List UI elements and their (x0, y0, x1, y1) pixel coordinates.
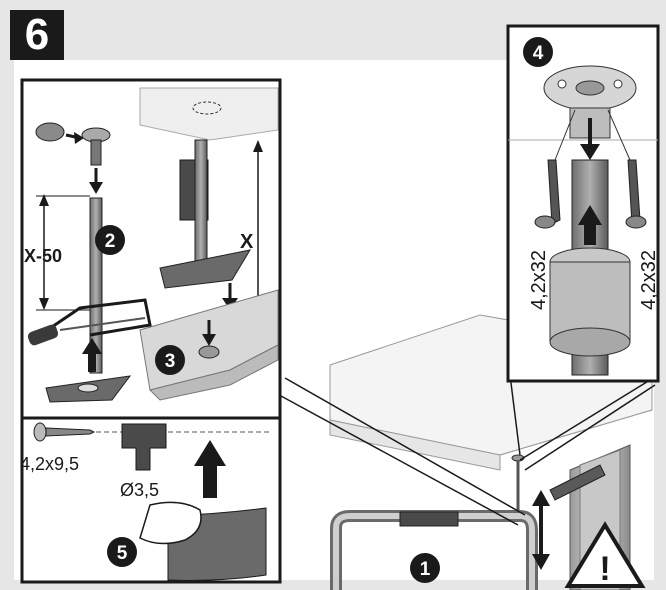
hand-icon (139, 501, 202, 545)
right-detail-panel: 4,2x32 4,2x32 4 (506, 24, 660, 383)
hinge-cap-part (121, 423, 167, 471)
door-bracket (549, 464, 606, 501)
callout-lines (269, 374, 656, 526)
screw-shaft (90, 139, 102, 166)
foot-base-2 (159, 249, 252, 289)
hacksaw-blade (59, 317, 146, 331)
screw-left (547, 159, 561, 225)
svg-text:2: 2 (105, 231, 116, 252)
hinge-hole (198, 345, 220, 359)
rod-x (194, 139, 208, 271)
down-arrow-4 (580, 144, 600, 160)
nut-part (35, 122, 65, 142)
badge-2 (95, 225, 125, 255)
pin-hole-marker (192, 101, 222, 115)
dim-label-drill: Ø3,5 (120, 480, 159, 500)
badge-1-label: 1 (420, 559, 431, 580)
down-arrow-1 (89, 182, 103, 194)
hacksaw-frame (39, 298, 152, 337)
badge-5 (107, 537, 137, 567)
warning-symbol: ! (599, 550, 610, 588)
svg-text:3: 3 (165, 351, 176, 372)
warning-icon (564, 521, 646, 588)
up-arrow-4 (578, 205, 602, 245)
adjust-arrow-down (532, 554, 550, 570)
hacksaw-handle (27, 324, 59, 346)
dim-label-x: X (240, 231, 254, 253)
adjust-arrow-up (532, 490, 550, 506)
badge-4 (523, 37, 553, 67)
small-screw-head (33, 422, 47, 442)
up-arrow-big (194, 440, 226, 498)
dim-label-screw-left: 4,2x32 (528, 250, 550, 310)
svg-text:5: 5 (117, 543, 128, 564)
door-handle-part (399, 511, 459, 527)
badge-3 (155, 345, 185, 375)
dim-label-screw-right: 4,2x32 (638, 250, 660, 310)
step-number: 6 (24, 10, 50, 59)
down-arrow-3 (202, 334, 216, 346)
small-screw-shaft (45, 427, 96, 437)
up-arrow-saw (82, 338, 102, 372)
cabinet-edge (329, 419, 501, 471)
dim-label-small-screw: 4,2x9,5 (20, 454, 79, 474)
step-number-tab: 6 (10, 10, 64, 60)
left-detail-panel: X-50 2 X (20, 78, 282, 584)
svg-text:4: 4 (533, 43, 544, 64)
cabinet-corner (139, 87, 279, 141)
dim-label-x50: X-50 (24, 246, 62, 266)
badge-1 (410, 553, 440, 583)
cabinet-line (499, 409, 653, 456)
